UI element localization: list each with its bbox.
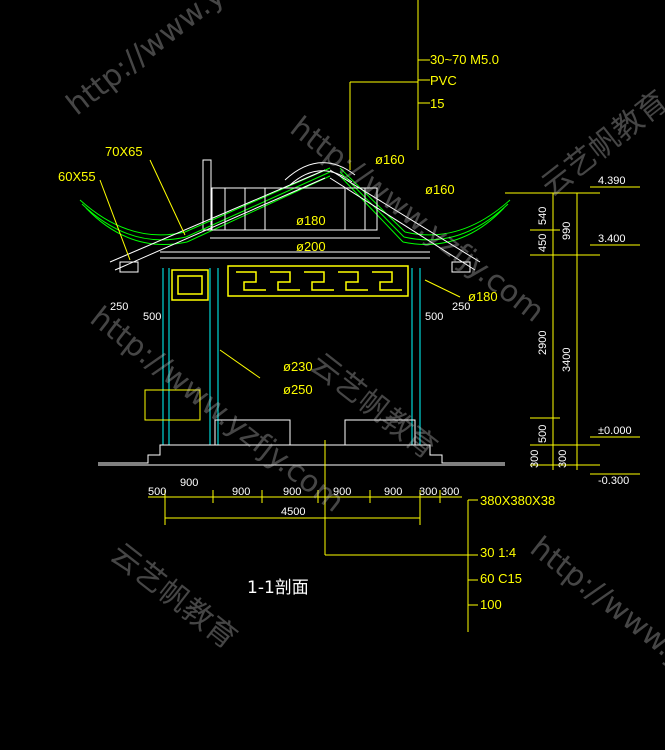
rafter-label-60x55: 60X55 [58, 169, 96, 184]
column-label-250: ø250 [283, 382, 313, 397]
side-dim-3: 500 [425, 311, 444, 323]
bottom-dim-5: 900 [333, 486, 352, 498]
purlin-label-160b: ø160 [425, 182, 455, 197]
right-dimensions [505, 186, 640, 475]
roof-left [79, 167, 331, 245]
side-dim-4: 250 [452, 301, 471, 313]
elevation-minus-300: -0.300 [598, 475, 630, 487]
bottom-dim-1: 500 [148, 486, 167, 498]
bottom-dim-4: 900 [283, 486, 302, 498]
leaders [99, 159, 461, 379]
cad-drawing-canvas: http://www.yzfjy.com 云艺帆教育 http://www.yz… [58, 0, 665, 750]
right-dim-3400: 3400 [561, 347, 573, 372]
side-dim-2: 500 [143, 311, 162, 323]
purlin-label-180a: ø180 [296, 213, 326, 228]
right-dim-540: 540 [537, 206, 549, 225]
elevation-0000: ±0.000 [598, 425, 632, 437]
material-note-3: 15 [430, 96, 445, 111]
base [98, 389, 505, 466]
material-note-2: PVC [430, 73, 457, 88]
bottom-dimensions [148, 440, 478, 632]
right-dim-2900: 2900 [537, 330, 549, 355]
right-dim-500: 500 [537, 424, 549, 443]
bottom-dim-2: 900 [180, 477, 199, 489]
material-leader [349, 0, 430, 170]
column-label-230: ø230 [283, 359, 313, 374]
section-drawing [79, 0, 640, 632]
section-title: 1-1剖面 [247, 578, 309, 598]
material-note-1: 30~70 M5.0 [430, 52, 500, 67]
bottom-dim-3: 900 [232, 486, 251, 498]
purlin-label-180b: ø180 [468, 289, 498, 304]
elevation-4390: 4.390 [598, 175, 626, 187]
bottom-dim-6: 900 [384, 486, 403, 498]
elevation-3400: 3.400 [598, 233, 626, 245]
bottom-dim-8: 300 [441, 486, 460, 498]
foundation-note-4: 100 [480, 597, 502, 612]
foundation-note-3: 60 C15 [480, 571, 522, 586]
lattice-frieze [171, 265, 409, 301]
right-dim-300b: 300 [557, 449, 569, 468]
right-dim-300a: 300 [529, 449, 541, 468]
side-dim-1: 250 [110, 301, 129, 313]
right-dim-450: 450 [537, 233, 549, 252]
right-dim-990: 990 [561, 221, 573, 240]
rafter-label-70x65: 70X65 [105, 144, 143, 159]
roof-structure [109, 169, 481, 273]
total-width: 4500 [281, 506, 306, 518]
purlin-label-160a: ø160 [375, 152, 405, 167]
bottom-dim-7: 300 [419, 486, 438, 498]
columns [162, 268, 421, 445]
purlin-label-200: ø200 [296, 239, 326, 254]
foundation-note-1: 380X380X38 [480, 493, 556, 508]
foundation-note-2: 30 1:4 [480, 545, 517, 560]
